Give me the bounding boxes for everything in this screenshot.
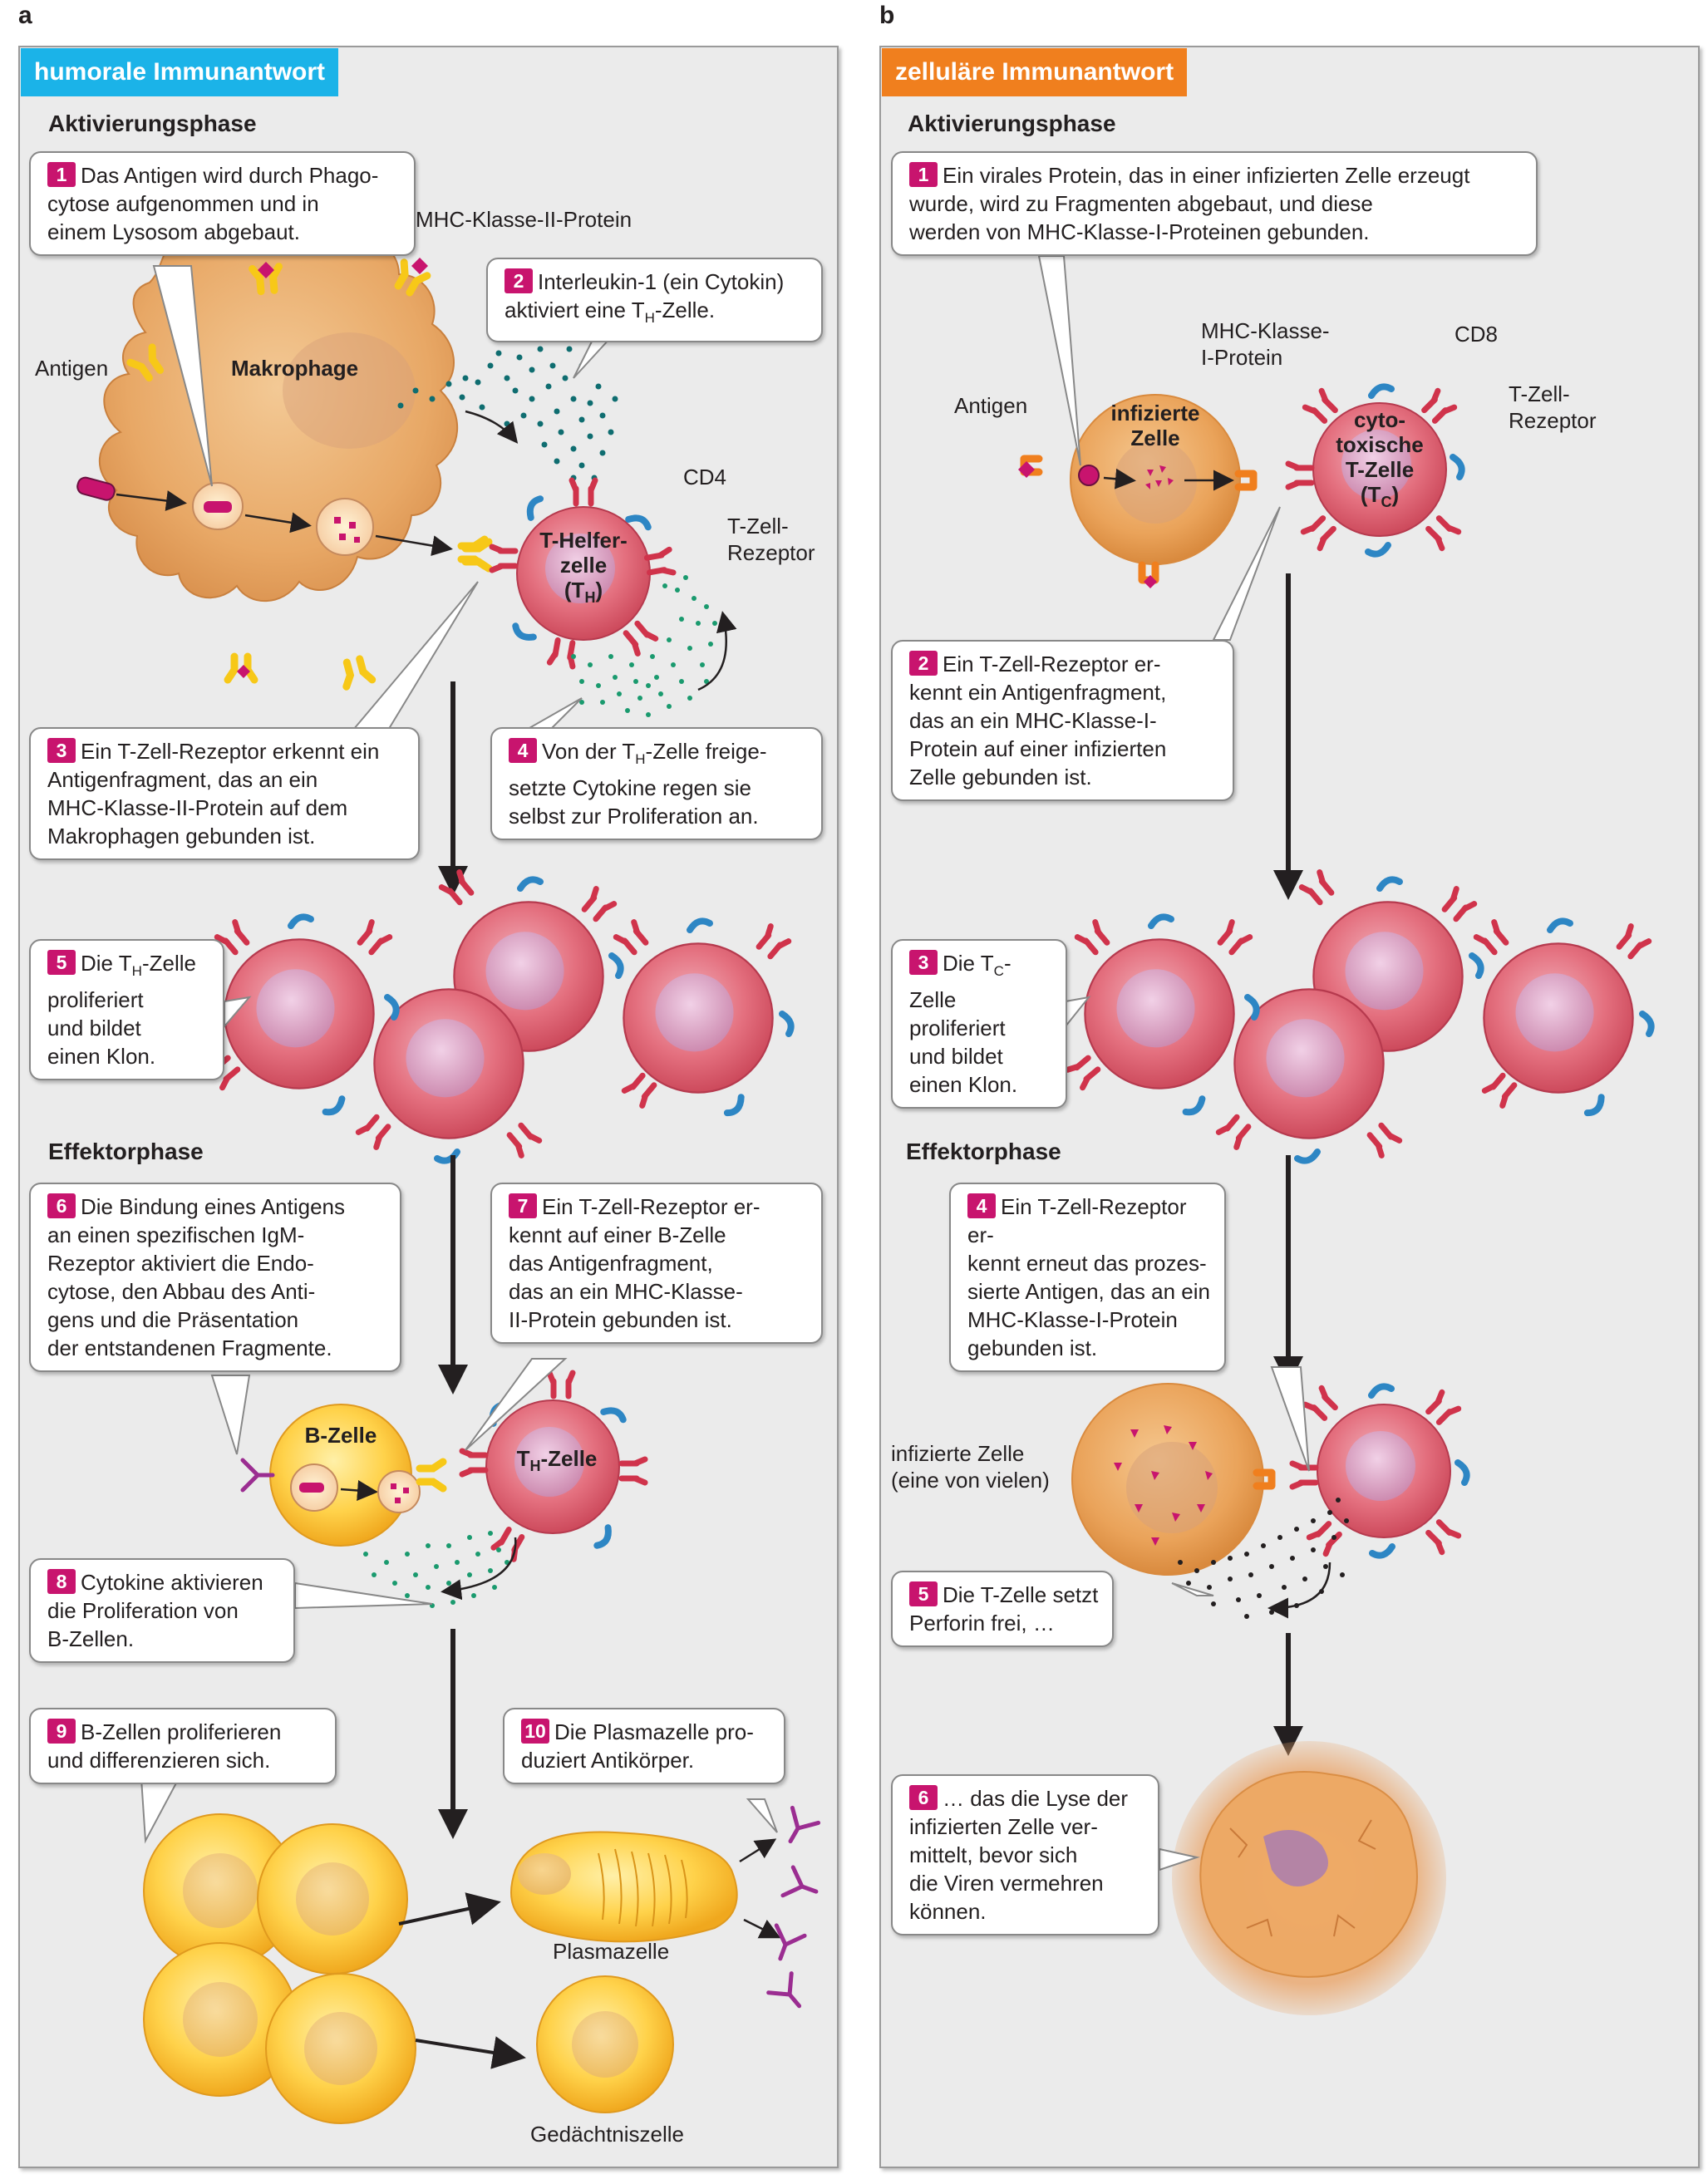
th-clone <box>208 873 791 1161</box>
label-cyto-end: ) <box>1391 482 1400 507</box>
step-number: 1 <box>47 162 76 187</box>
step-text-after: -Zelle proliferiert und bildet einen Klo… <box>47 951 196 1070</box>
label-infizierte-zelle: infizierte Zelle <box>1110 401 1200 450</box>
step-number: 5 <box>47 950 76 975</box>
step-text: Von der T <box>542 739 636 764</box>
step-number: 6 <box>909 1785 938 1810</box>
label-thzelle-end: -Zelle <box>540 1446 598 1471</box>
label-bzelle: B-Zelle <box>304 1423 377 1448</box>
label-tzellrezeptor-b: T-Zell- Rezeptor <box>1509 381 1597 433</box>
step-number: 4 <box>967 1193 996 1218</box>
step-number: 1 <box>909 162 938 187</box>
step-text-after: -Zelle. <box>654 298 716 322</box>
label-plasmazelle: Plasmazelle <box>553 1939 670 1964</box>
step-number: 2 <box>505 268 533 293</box>
step-number: 9 <box>47 1719 76 1744</box>
label-infizierte-zelle-2: infizierte Zelle (eine von vielen) <box>891 1441 1050 1493</box>
step-number: 8 <box>47 1569 76 1594</box>
label-antigen-a: Antigen <box>35 356 109 381</box>
label-thzelle-main: T <box>516 1446 530 1471</box>
step-text: Die Plasmazelle pro- duziert Antikörper. <box>521 1719 754 1773</box>
step-sub: H <box>635 751 646 768</box>
panel-b-phase-effector: Effektorphase <box>906 1139 1061 1164</box>
label-cytotoxische: cyto- toxische T-Zelle (TC) <box>1322 407 1438 514</box>
step-text: Interleukin-1 (ein Cytokin) aktiviert ei… <box>505 269 785 322</box>
step-text: Die T-Zelle setzt Perforin frei, … <box>909 1582 1099 1635</box>
step-sub: H <box>131 963 142 980</box>
step-text: Cytokine aktivieren die Proliferation vo… <box>47 1570 263 1651</box>
label-thelfer-sub: H <box>584 589 596 607</box>
b-cell-cluster <box>143 1813 416 2124</box>
step-number: 7 <box>509 1193 537 1218</box>
panel-b-phase-activation: Aktivierungsphase <box>908 111 1116 136</box>
label-tzellrezeptor-a: T-Zell- Rezeptor <box>727 514 815 565</box>
panel-a-header: humorale Immunantwort <box>21 48 339 96</box>
step-sub: H <box>644 310 655 327</box>
step-number: 6 <box>47 1193 76 1218</box>
step-text: Ein T-Zell-Rezeptor er- kennt erneut das… <box>967 1194 1210 1360</box>
label-thelfer-end: ) <box>595 578 603 603</box>
panel-b-letter: b <box>879 2 895 29</box>
panel-a-letter: a <box>18 2 32 29</box>
step-text: Die T <box>943 951 994 976</box>
step-number: 4 <box>509 738 537 763</box>
label-cd8: CD8 <box>1455 322 1499 347</box>
step-text: Ein T-Zell-Rezeptor erkennt ein Antigenf… <box>47 739 380 848</box>
label-thelfer-main: T-Helfer- zelle (T <box>539 528 628 603</box>
step-text: Ein T-Zell-Rezeptor er- kennt auf einer … <box>509 1194 760 1332</box>
step-number: 2 <box>909 651 938 676</box>
step-text: Das Antigen wird durch Phago- cytose auf… <box>47 163 379 244</box>
step-text: B-Zellen proliferieren und differenziere… <box>47 1719 282 1773</box>
label-cd4: CD4 <box>683 465 727 489</box>
step-number: 3 <box>909 950 938 975</box>
step-number: 3 <box>47 738 76 763</box>
callout-b-6: 6… das die Lyse der infizierten Zelle ve… <box>891 1774 1159 1936</box>
label-antigen-b: Antigen <box>954 393 1028 418</box>
step-text-after: -Zelle freige- setzte Cytokine regen sie… <box>509 739 767 829</box>
label-thelferzelle: T-Helfer- zelle (TH) <box>525 528 642 610</box>
step-text: Ein T-Zell-Rezeptor er- kennt ein Antige… <box>909 652 1167 789</box>
step-number: 10 <box>521 1719 549 1744</box>
step-text: Die Bindung eines Antigens an einen spez… <box>47 1194 346 1360</box>
step-text-after: -Zelle proliferiert und bildet einen Klo… <box>909 951 1018 1098</box>
panel-a-phase-activation: Aktivierungsphase <box>48 111 257 136</box>
step-text: Die T <box>81 951 132 976</box>
step-number: 5 <box>909 1581 938 1606</box>
label-mhc2: MHC-Klasse-II-Protein <box>416 207 633 232</box>
panel-a-phase-effector: Effektorphase <box>48 1139 204 1164</box>
label-gedaechtniszelle: Gedächtniszelle <box>530 2122 684 2147</box>
label-thzelle-sub: H <box>529 1458 541 1475</box>
step-sub: C <box>993 963 1004 980</box>
label-makrophage: Makrophage <box>231 356 359 381</box>
step-text: Ein virales Protein, das in einer infizi… <box>909 163 1470 244</box>
step-text: … das die Lyse der infizierten Zelle ver… <box>909 1786 1129 1924</box>
label-thzelle: TH-Zelle <box>499 1446 615 1478</box>
label-mhc1: MHC-Klasse- I-Protein <box>1201 318 1330 370</box>
label-cyto-sub: C <box>1381 494 1392 511</box>
panel-b-header: zelluläre Immunantwort <box>882 48 1188 96</box>
tc-clone <box>1068 873 1651 1161</box>
label-cyto-main: cyto- toxische T-Zelle (T <box>1336 407 1424 507</box>
